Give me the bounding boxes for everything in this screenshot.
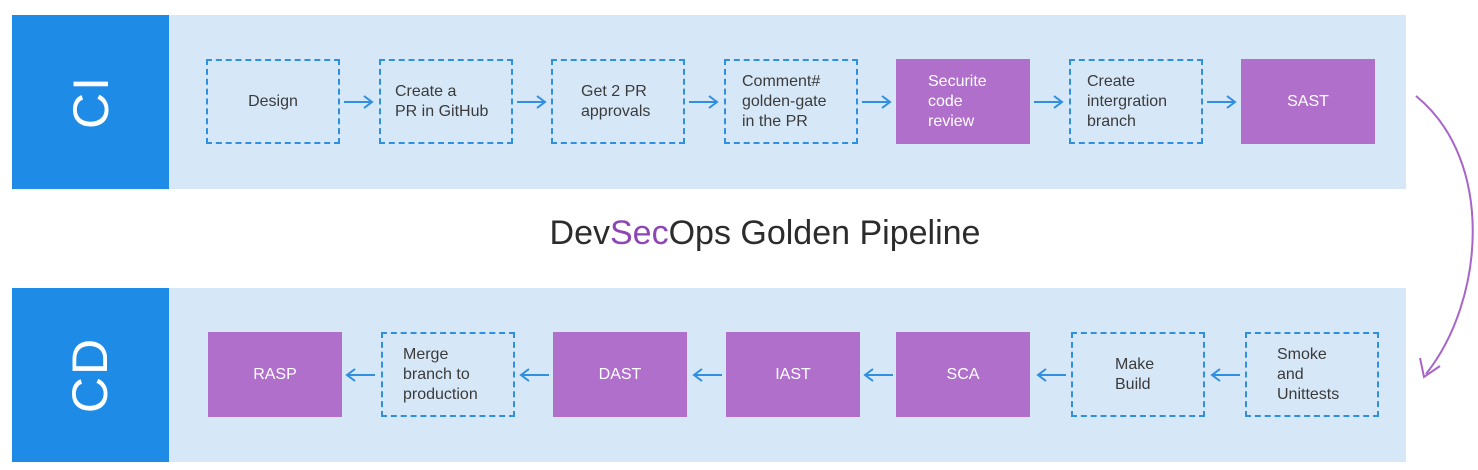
ci-arrow-6 [1207, 94, 1237, 110]
ci-arrow-1 [344, 94, 374, 110]
cd-step-merge-branch: Merge branch to production [381, 332, 515, 417]
cd-step-sca: SCA [896, 332, 1030, 417]
cd-arrow-3 [692, 367, 722, 383]
cd-step-dast: DAST [553, 332, 687, 417]
cd-step-rasp: RASP [208, 332, 342, 417]
cd-step-make-build: Make Build [1071, 332, 1205, 417]
ci-arrow-2 [517, 94, 547, 110]
cd-arrow-4 [863, 367, 893, 383]
ci-tab: CI [12, 15, 169, 189]
diagram-title: DevSecOps Golden Pipeline [549, 214, 981, 252]
cd-arrow-1 [345, 367, 375, 383]
cd-arrow-6 [1210, 367, 1240, 383]
ci-step-design: Design [206, 59, 340, 144]
cd-label: CD [62, 336, 119, 414]
ci-step-sast: SAST [1241, 59, 1375, 144]
ci-label: CI [62, 75, 119, 129]
ci-step-secure-code-review: Securite code review [896, 59, 1030, 144]
cd-tab: CD [12, 288, 169, 462]
ci-band: CI [12, 15, 1406, 189]
ci-step-create-pr: Create a PR in GitHub [379, 59, 513, 144]
cd-step-iast: IAST [726, 332, 860, 417]
ci-to-cd-connector-arrow [1400, 90, 1478, 390]
cd-arrow-2 [519, 367, 549, 383]
cd-step-smoke-unittests: Smoke and Unittests [1245, 332, 1379, 417]
cd-arrow-5 [1036, 367, 1066, 383]
ci-arrow-4 [862, 94, 892, 110]
ci-step-approvals: Get 2 PR approvals [551, 59, 685, 144]
ci-step-integration-branch: Create intergration branch [1069, 59, 1203, 144]
ci-arrow-3 [689, 94, 719, 110]
ci-step-comment: Comment# golden-gate in the PR [724, 59, 858, 144]
ci-arrow-5 [1034, 94, 1064, 110]
